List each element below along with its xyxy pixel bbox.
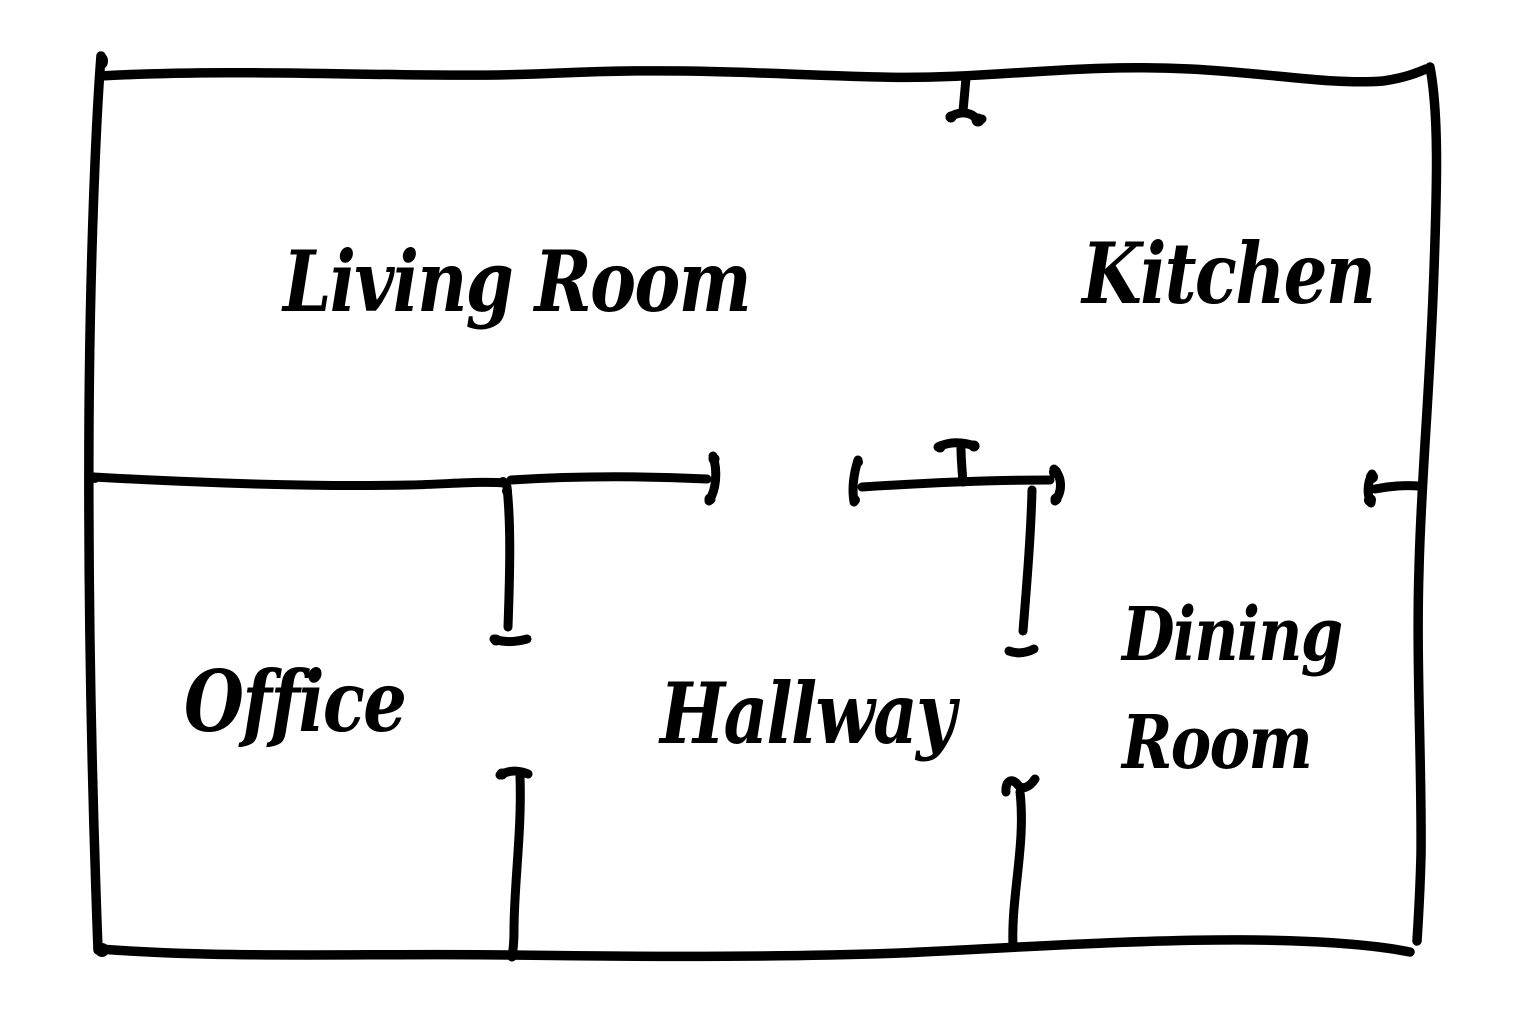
divider-segment-right-stub (1370, 481, 1424, 494)
jamb-dot (704, 493, 716, 505)
room-label-living-room: Living Room (283, 232, 752, 331)
jamb-dot (850, 495, 860, 505)
wall-upper-segment (502, 482, 515, 632)
jamb-dot (1366, 471, 1378, 483)
jamb-dot (490, 634, 502, 646)
jamb-dot (708, 453, 720, 465)
room-label-dining-line2: Room (1122, 700, 1313, 786)
wall-right (1412, 62, 1442, 946)
outer-walls (84, 51, 1442, 962)
wall-lower-segment (1008, 787, 1026, 951)
divider-segment-left (89, 472, 510, 491)
jamb-dot (853, 457, 863, 467)
marker-dot (945, 111, 957, 123)
room-label-dining-line1: Dining (1122, 592, 1343, 678)
wall-bottom (95, 935, 1415, 962)
door-marker-stem (958, 73, 971, 116)
door-jamb-cap (1001, 774, 1040, 797)
door-jamb-cap (1004, 644, 1039, 658)
room-label-hallway: Hallway (660, 664, 956, 763)
jamb-dot (1050, 493, 1062, 505)
wall-corner-dot-bottom-left (95, 943, 109, 957)
marker-dot (971, 113, 985, 127)
room-label-kitchen: Kitchen (1082, 224, 1376, 323)
jamb-dot (496, 768, 508, 780)
jamb-dot (1049, 466, 1061, 478)
divider-segment-left2 (506, 472, 712, 485)
door-marker-stem (956, 443, 968, 487)
wall-left (84, 51, 106, 955)
divider-segment-middle (857, 475, 1055, 492)
interior-divider-wall (89, 438, 1424, 508)
marker-dot (968, 440, 980, 452)
wall-lower-segment (507, 772, 525, 962)
divider-left-end-dot (90, 473, 100, 483)
wall-upper-segment (1018, 485, 1037, 636)
room-label-dining-room: Dining Room (1122, 592, 1343, 786)
top-wall-door-marker (945, 73, 987, 127)
divider-junction-dot2 (507, 475, 517, 485)
hallway-dining-wall (1001, 485, 1040, 951)
jamb-dot (1364, 494, 1376, 506)
office-hallway-wall (489, 482, 533, 962)
marker-dot (934, 441, 946, 453)
wall-top (95, 62, 1431, 87)
room-label-office: Office (184, 652, 407, 751)
wall-dot (502, 486, 512, 496)
wall-corner-tip-top-left (96, 53, 108, 69)
